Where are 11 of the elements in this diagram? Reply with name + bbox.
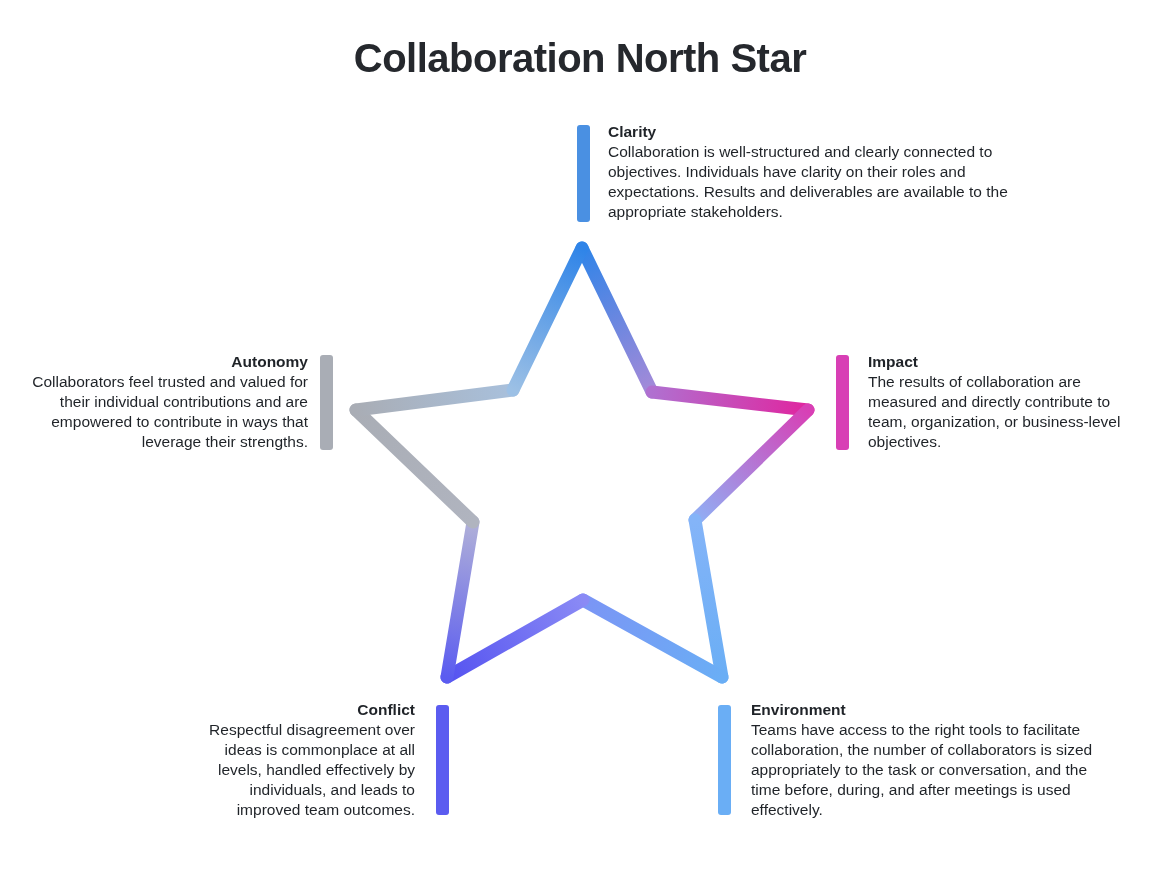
description: Collaboration is well-structured and clearly connected to objectives. Individuals have clarity on their roles and expectations. Results and deliverables are available to the appropriate stakeholders. (608, 142, 1009, 222)
heading: Clarity (608, 122, 658, 142)
heading: Conflict (356, 700, 415, 720)
heading: Environment (751, 700, 847, 720)
description: Collaborators feel trusted and valued for their individual contributions and are empowered to contribute in ways that leverage their strengths. (31, 372, 308, 452)
title: Collaboration North Star (352, 36, 808, 81)
description: The results of collaboration are measured and directly contribute to team, organization, or business-level objectives. (868, 372, 1122, 452)
description: Teams have access to the right tools to facilitate collaboration, the number of collaborators is sized appropriately to the task or conversation, and the time before, during, and after meetings is used effectively. (751, 720, 1094, 820)
heading: Impact (868, 352, 919, 372)
heading: Autonomy (230, 352, 308, 372)
description: Respectful disagreement over ideas is commonplace at all levels, handled effectively by individuals, and leads to improved team outcomes. (208, 720, 415, 820)
